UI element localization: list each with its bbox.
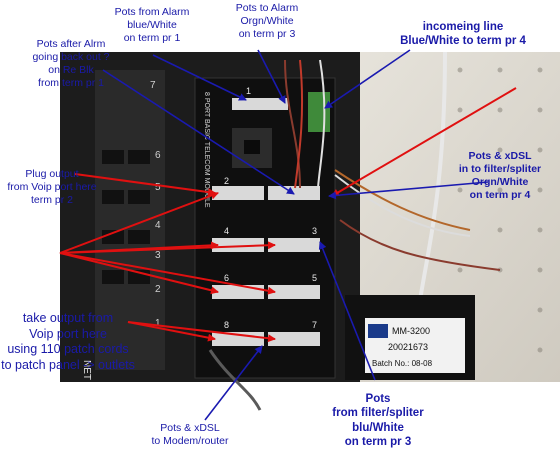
side-number-1: 1 <box>155 318 161 329</box>
pegboard-holes <box>457 67 543 353</box>
label-take-output: take output from Voip port here using 11… <box>1 311 135 372</box>
side-number-6: 6 <box>155 150 161 161</box>
blue-arrows <box>102 49 489 421</box>
side-number-7: 7 <box>150 80 156 91</box>
terminal-number-7: 7 <box>312 320 317 330</box>
module-green-board <box>308 92 330 132</box>
side-number-4: 4 <box>155 220 161 231</box>
panel-jacks <box>102 150 150 284</box>
filter-serial-text: 20021673 <box>388 342 428 352</box>
label-pots-to-alarm: Pots to Alarm Orgn/White on term pr 3 <box>235 2 299 41</box>
label-pots-from-alarm: Pots from Alarm blue/White on term pr 1 <box>114 6 190 45</box>
module-name-text: 8 PORT BASIC TELECOM MODULE <box>203 92 210 208</box>
side-number-2: 2 <box>155 284 161 295</box>
terminal-number-8: 8 <box>224 320 229 330</box>
filter-batch-text: Batch No.: 08-08 <box>372 359 433 368</box>
filter-model-text: MM-3200 <box>392 326 430 336</box>
terminal-number-5: 5 <box>312 273 317 283</box>
side-number-3: 3 <box>155 250 161 261</box>
label-pots-from-filter: Pots from filter/spliter blu/White on te… <box>332 393 424 449</box>
side-number-5: 5 <box>155 182 161 193</box>
terminal-strips <box>212 98 320 346</box>
terminal-number-2: 2 <box>224 176 229 186</box>
label-pots-after-alarm: Pots after Alrm going back out ? on Re B… <box>32 38 110 90</box>
label-pots-xdsl-in: Pots & xDSL in to filter/spliter Orgn/Wh… <box>458 150 542 202</box>
red-arrows <box>59 87 517 343</box>
terminal-number-4: 4 <box>224 226 229 236</box>
panel-label-text: NET <box>81 360 92 380</box>
left-patch-panel <box>95 70 165 370</box>
wires <box>208 51 501 411</box>
label-pots-xdsl-modem: Pots & xDSL to Modem/router <box>151 422 229 448</box>
label-plug-output: Plug output from Voip port here term pr … <box>7 168 97 207</box>
terminal-number-1: 1 <box>246 86 251 96</box>
label-incoming-line: incomeing line Blue/White to term pr 4 <box>400 21 526 48</box>
terminal-number-3: 3 <box>312 226 317 236</box>
terminal-number-6: 6 <box>224 273 229 283</box>
